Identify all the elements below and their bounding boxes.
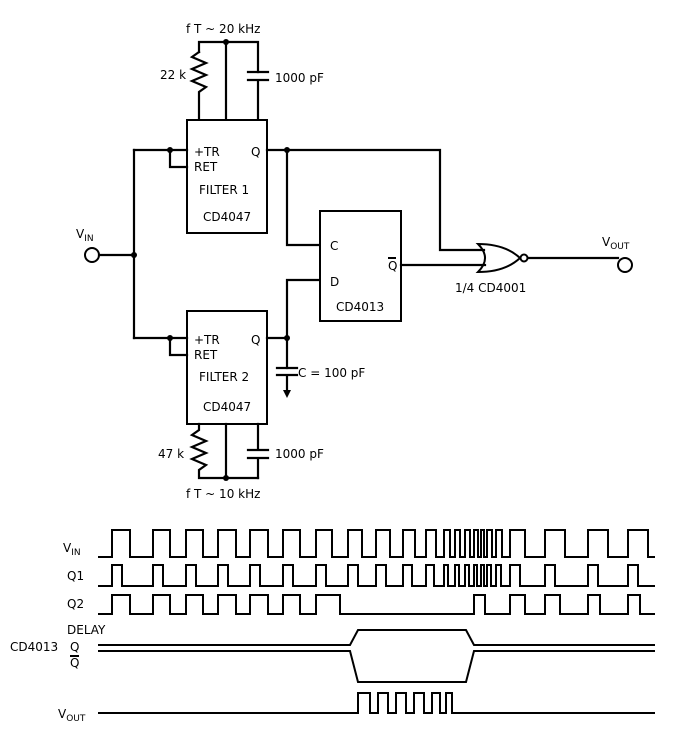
ft1-label: f T ~ 20 kHz [186,22,260,36]
filter1-q: Q [251,145,260,159]
ff-qbar: Q [388,259,397,273]
q1-waveform [98,564,655,587]
filter1-name: FILTER 1 [199,183,249,197]
filter2-tr: +TR [194,333,220,347]
ff-c: C [330,239,338,253]
to-filter2-ret [168,336,189,357]
timing-q-label: Q [70,640,79,654]
cd4013-q-waveform [98,629,655,646]
c-q-label: C = 100 pF [298,366,365,380]
capacitor-100pf [275,366,299,394]
timing-waveforms [98,529,655,714]
q1-to-c [285,148,322,247]
nor-label: 1/4 CD4001 [455,281,526,295]
q2-waveform [98,594,655,615]
junction [223,39,229,45]
filter1-tr: +TR [194,145,220,159]
filter1-chip [186,119,268,234]
vout-terminal [617,257,633,273]
junction [223,475,229,481]
vin-label: VIN [76,227,94,244]
q1-wire [265,148,486,252]
filter1-ret: RET [194,160,218,174]
vout-label: VOUT [602,235,630,252]
ff-d: D [330,275,339,289]
timing-q2-label: Q2 [67,597,84,611]
vin-waveform [98,529,655,558]
capacitor-1000pf-1 [246,70,270,122]
ff-chip-label: CD4013 [336,300,384,314]
nor-bubble [519,253,529,263]
capacitor-1000pf-2 [246,422,270,480]
vout-waveform [98,692,655,714]
ft2-label: f T ~ 10 kHz [186,487,260,501]
filter1-chip-label: CD4047 [203,210,251,224]
timing-qbar-label: Q [70,656,79,670]
ground-arrow-icon [283,390,291,398]
timing-q1-label: Q1 [67,569,84,583]
filter2-chip [186,310,268,425]
cd4013-chip [319,210,402,322]
timing-cd4013-label: CD4013 [10,640,58,654]
resistor-22k [189,50,209,122]
nor-gate [475,242,522,274]
filter2-chip-label: CD4047 [203,400,251,414]
filter2-ret: RET [194,348,218,362]
resistor-47k [189,422,260,480]
cd4013-qbar-waveform [98,650,655,683]
filter2-name: FILTER 2 [199,370,249,384]
c2-label: 1000 pF [275,447,324,461]
r2-label: 47 k [158,447,184,461]
timing-vin-label: VIN [63,541,81,558]
timing-vout-label: VOUT [58,707,86,724]
q2-to-d [265,278,322,340]
r1-label: 22 k [160,68,186,82]
filter2-q: Q [251,333,260,347]
timing-delay-label: DELAY [67,623,106,637]
vin-terminal [84,247,100,263]
filter1-top-wire [197,40,260,74]
to-filter1-ret [168,148,189,169]
c1-label: 1000 pF [275,71,324,85]
